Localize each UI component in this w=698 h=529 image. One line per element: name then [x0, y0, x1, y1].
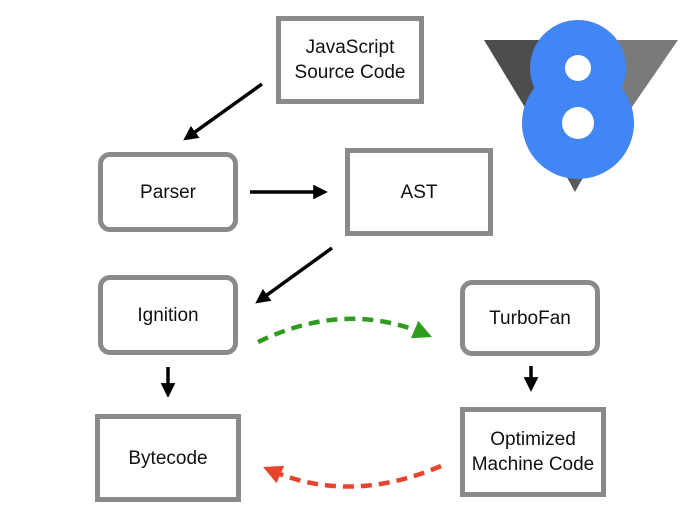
node-label: TurboFan — [489, 307, 571, 329]
node-label-line1: Optimized — [490, 429, 576, 450]
node-label: Ignition — [137, 304, 199, 326]
v8-logo-hole-top — [565, 55, 591, 81]
node-parser: Parser — [98, 152, 238, 232]
node-label: Bytecode — [128, 447, 208, 469]
node-optimized-machine-code: Optimized Machine Code — [460, 407, 606, 497]
edge-source-to-parser — [183, 82, 264, 141]
node-javascript-source-code: JavaScript Source Code — [276, 16, 424, 104]
v8-logo-hole-bottom — [562, 107, 594, 139]
node-label-line2: Source Code — [294, 62, 406, 83]
node-label-line2: Machine Code — [471, 454, 595, 475]
edge-deoptimize-dashed — [263, 463, 442, 489]
edge-optimize-dashed — [257, 316, 432, 345]
node-label-line1: JavaScript — [305, 37, 395, 58]
edge-ast-to-ignition — [255, 246, 334, 304]
node-turbofan: TurboFan — [460, 280, 600, 356]
v8-logo-icon — [484, 20, 678, 192]
node-label: Parser — [140, 181, 196, 203]
node-label: AST — [400, 181, 438, 203]
node-ignition: Ignition — [98, 275, 238, 355]
node-ast: AST — [345, 148, 493, 236]
node-bytecode: Bytecode — [95, 414, 241, 502]
